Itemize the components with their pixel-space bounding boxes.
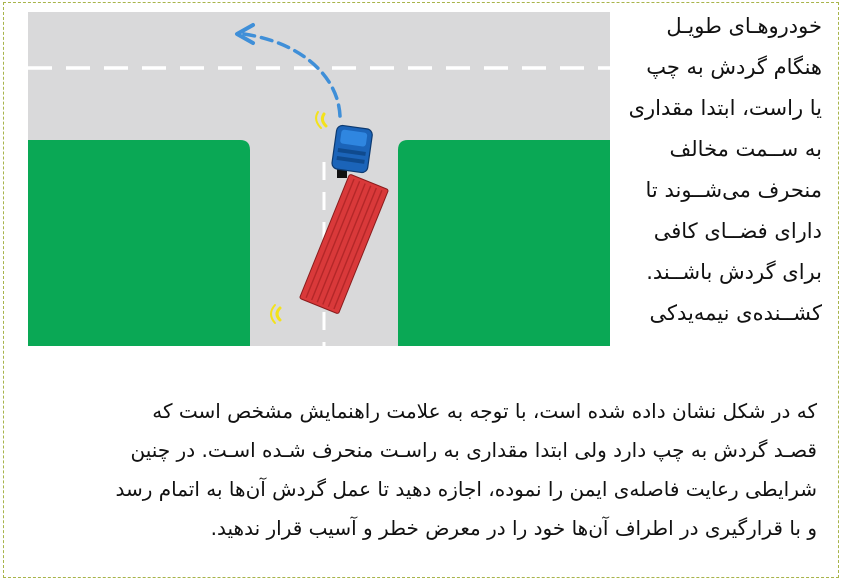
turn-path-arrow — [242, 32, 342, 118]
grass-right-block — [398, 140, 610, 346]
left-signal-icon — [320, 112, 328, 128]
grass-left-block — [28, 140, 250, 346]
rear-signal-icon — [275, 306, 282, 322]
truck-turn-diagram — [28, 12, 610, 346]
truck-coupling — [337, 164, 347, 178]
text-line: برای گردش باشــند. — [646, 260, 822, 284]
left-signal-icon-2 — [315, 111, 322, 129]
rear-signal-icon-2 — [270, 304, 276, 324]
page-frame — [3, 2, 839, 578]
text-line: یا راست، ابتدا مقداری — [628, 96, 822, 120]
text-line: قصـد گردش به چپ دارد ولی ابتدا مقداری به… — [130, 438, 817, 462]
text-line: هنگام گردش به چپ — [646, 55, 822, 79]
text-line: که در شکل نشان داده شده است، با توجه به … — [152, 399, 817, 423]
text-line: منحرف می‌شــوند تا — [645, 178, 822, 202]
text-line: خودروهـای طویـل — [666, 14, 822, 38]
trailer — [299, 174, 389, 314]
truck-cab — [331, 124, 373, 174]
text-line: شرایطی رعایت فاصله‌ی ایمن را نموده، اجاز… — [115, 477, 817, 501]
text-line: کشــنده‌ی نیمه‌یدکی — [649, 301, 822, 325]
text-line: و با قرارگیری در اطراف آن‌ها خود را در م… — [210, 516, 817, 540]
text-line: به ســمت مخالف — [669, 137, 822, 161]
text-line: دارای فضــای کافی — [653, 219, 822, 243]
arrow-head-icon — [235, 23, 255, 45]
